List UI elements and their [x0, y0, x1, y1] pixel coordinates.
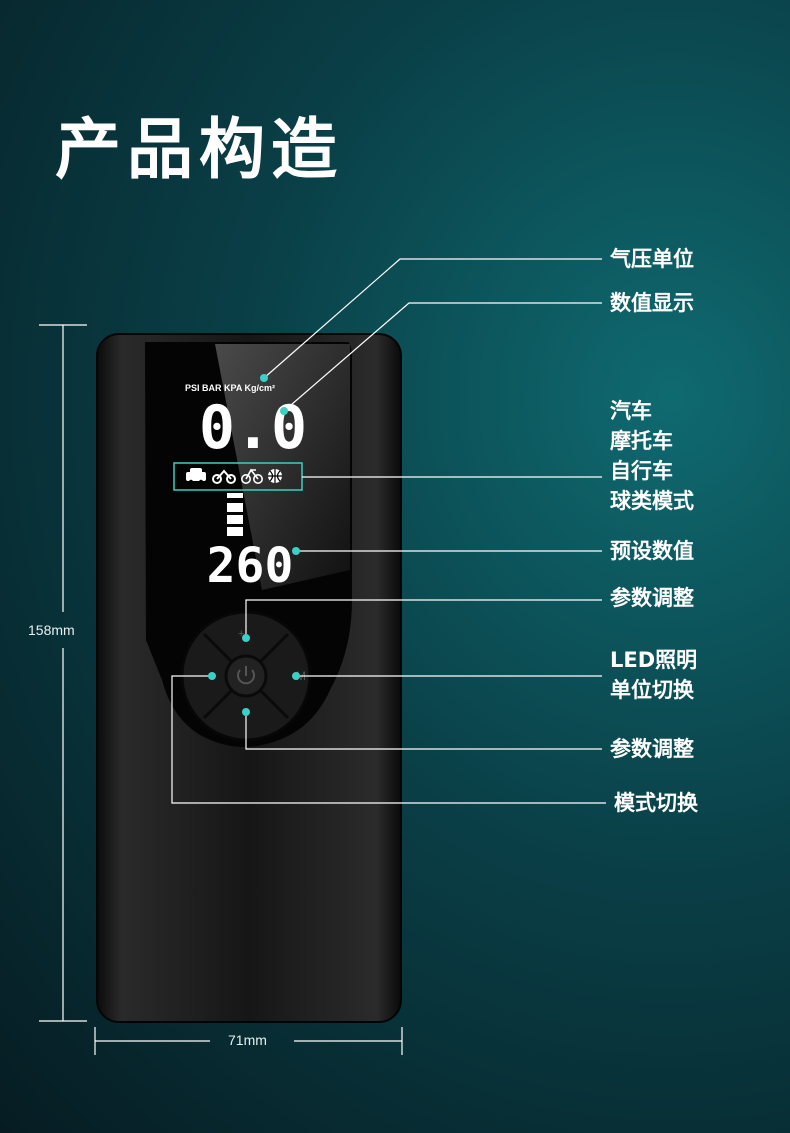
callout-pressure-unit: 气压单位: [610, 247, 694, 271]
level-bars: [227, 493, 243, 536]
callout-mode-line1: 汽车: [610, 399, 652, 423]
callout-dots: [208, 374, 300, 716]
pressure-reading: 0.0: [199, 393, 307, 463]
callout-value-display: 数值显示: [610, 291, 694, 315]
car-icon: [186, 468, 206, 485]
bicycle-icon: [241, 468, 264, 484]
callout-mode-line3: 自行车: [610, 459, 673, 483]
unit-labels: PSI BAR KPA Kg/cm²: [185, 383, 275, 393]
height-dimension: [39, 324, 87, 1022]
callout-adjust-up: 参数调整: [610, 586, 694, 610]
width-label: 71mm: [228, 1032, 267, 1048]
callout-mode-switch: 模式切换: [614, 791, 698, 815]
width-dimension: [94, 1027, 403, 1055]
callout-preset-value: 预设数值: [610, 539, 694, 563]
motorcycle-icon: [212, 469, 236, 484]
callout-mode-line2: 摩托车: [610, 429, 673, 453]
height-label: 158mm: [28, 622, 75, 638]
callout-led-line1: LED照明: [610, 648, 698, 672]
power-icon: [237, 666, 255, 685]
callout-mode-line4: 球类模式: [610, 489, 694, 513]
plus-icon: +: [238, 628, 244, 640]
callout-led-line2: 单位切换: [610, 678, 694, 702]
preset-reading: 260: [207, 538, 294, 594]
page-title: 产品构造: [55, 111, 343, 188]
leader-lines: [171, 258, 606, 804]
ball-icon: [268, 469, 282, 483]
screen-glare: [215, 344, 350, 590]
callout-adjust-down: 参数调整: [610, 737, 694, 761]
